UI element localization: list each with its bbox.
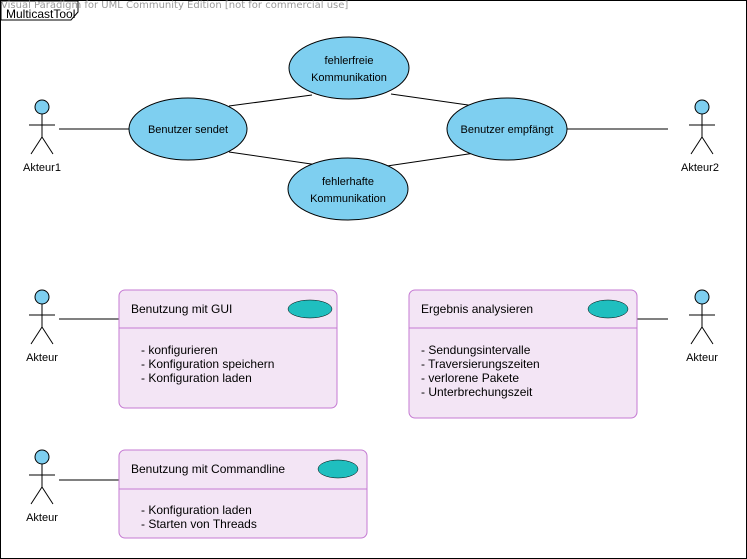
box-analysis-item: - Unterbrechungszeit xyxy=(421,385,533,399)
box-cli-item: - Konfiguration laden xyxy=(141,503,252,517)
use-case-receive[interactable]: Benutzer empfängt xyxy=(446,97,568,161)
actor-label-akteur2: Akteur2 xyxy=(681,162,719,174)
actor-label-cli: Akteur xyxy=(26,512,58,524)
use-case-error-free[interactable]: fehlerfreie Kommunikation xyxy=(288,36,410,100)
box-gui-item: - Konfiguration laden xyxy=(141,371,252,385)
actor-icon[interactable] xyxy=(29,449,55,505)
box-gui-item: - konfigurieren xyxy=(141,343,218,357)
box-cli[interactable] xyxy=(118,449,368,539)
use-case-icon xyxy=(317,459,359,479)
box-analysis[interactable] xyxy=(408,289,638,419)
assoc-faulty-receive xyxy=(386,152,476,167)
watermark-text: Visual Paradigm for UML Community Editio… xyxy=(1,0,349,11)
box-gui-title: Benutzung mit GUI xyxy=(131,302,233,316)
assoc-errorfree-receive xyxy=(390,93,476,107)
actor-icon[interactable] xyxy=(689,289,715,345)
associations xyxy=(59,93,668,481)
frame-tab xyxy=(0,0,79,21)
box-cli-title: Benutzung mit Commandline xyxy=(131,462,286,476)
frame-title: MulticastTool xyxy=(6,7,76,21)
actor-label-analysis: Akteur xyxy=(686,352,718,364)
use-case-faulty-label-line1: fehlerhafte xyxy=(322,176,374,188)
assoc-send-errorfree xyxy=(228,94,313,107)
use-case-icon xyxy=(587,299,629,319)
actor-icon[interactable] xyxy=(689,99,715,155)
actor-icon[interactable] xyxy=(29,99,55,155)
box-gui-item: - Konfiguration speichern xyxy=(141,357,275,371)
box-analysis-item: - Traversierungszeiten xyxy=(421,357,540,371)
use-case-icon xyxy=(287,299,333,319)
use-case-error-free-label-line2: Kommunikation xyxy=(311,72,387,84)
use-case-faulty[interactable]: fehlerhafte Kommunikation xyxy=(287,157,409,221)
box-analysis-item: - Sendungsintervalle xyxy=(421,343,531,357)
use-case-send[interactable]: Benutzer sendet xyxy=(128,97,248,161)
actor-label-gui: Akteur xyxy=(26,352,58,364)
use-case-send-label: Benutzer sendet xyxy=(148,124,228,136)
use-case-error-free-label-line1: fehlerfreie xyxy=(325,55,374,67)
use-case-receive-label: Benutzer empfängt xyxy=(461,124,554,136)
box-cli-item: - Starten von Threads xyxy=(141,517,257,531)
use-case-faulty-label-line2: Kommunikation xyxy=(310,193,386,205)
box-analysis-title: Ergebnis analysieren xyxy=(421,302,534,316)
actor-icon[interactable] xyxy=(29,289,55,345)
box-gui[interactable] xyxy=(118,289,338,409)
actor-label-akteur1: Akteur1 xyxy=(23,162,61,174)
assoc-send-faulty xyxy=(228,151,319,166)
box-analysis-item: - verlorene Pakete xyxy=(421,371,520,385)
